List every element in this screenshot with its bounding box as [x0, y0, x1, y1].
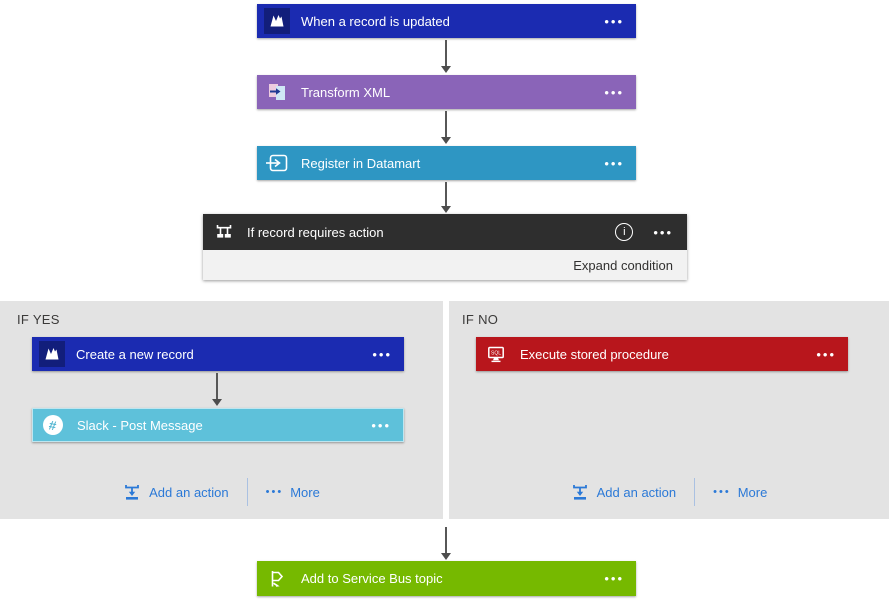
card-menu-ellipsis-icon[interactable]: ••• [604, 13, 624, 29]
condition-card-footer: Expand condition [203, 250, 687, 280]
condition-card: If record requires action i ••• Expand c… [203, 214, 687, 280]
branch-action-row: Add an action ••• More [449, 478, 889, 506]
service-bus-icon [264, 566, 290, 592]
svg-text:SQL: SQL [491, 350, 501, 356]
more-label: More [290, 484, 320, 500]
dynamics-crm-icon [264, 8, 290, 34]
slack-hash-glyph: # [48, 416, 58, 434]
connector-arrow [441, 40, 451, 73]
trigger-card-when-a-record-is-updated[interactable]: When a record is updated ••• [257, 4, 636, 38]
more-button[interactable]: ••• More [266, 485, 320, 500]
card-menu-ellipsis-icon[interactable]: ••• [371, 417, 391, 433]
info-glyph: i [623, 226, 626, 238]
add-an-action-button[interactable]: Add an action [571, 483, 677, 501]
add-an-action-button[interactable]: Add an action [123, 483, 229, 501]
connector-arrow [441, 111, 451, 144]
branch-action-row: Add an action ••• More [0, 478, 443, 506]
more-label: More [737, 484, 768, 500]
connector-arrow [441, 182, 451, 213]
dynamics-crm-icon [39, 341, 65, 367]
add-action-icon [123, 483, 141, 501]
card-title: When a record is updated [301, 13, 450, 29]
card-title: Execute stored procedure [520, 346, 669, 362]
card-title: Create a new record [76, 346, 194, 362]
action-card-execute-stored-procedure[interactable]: SQL Execute stored procedure ••• [476, 337, 848, 371]
condition-title: If record requires action [247, 224, 384, 240]
sql-server-icon: SQL [483, 341, 509, 367]
connector-arrow [212, 373, 222, 406]
card-title: Register in Datamart [301, 155, 421, 171]
action-card-transform-xml[interactable]: Transform XML ••• [257, 75, 636, 109]
more-ellipsis-icon: ••• [265, 485, 284, 498]
datamart-register-icon [264, 150, 290, 176]
slack-icon: # [40, 412, 66, 438]
card-title: Add to Service Bus topic [301, 571, 443, 586]
if-yes-branch-panel: IF YES Create a new record ••• # Slack -… [0, 301, 443, 519]
card-menu-ellipsis-icon[interactable]: ••• [653, 224, 673, 240]
card-menu-ellipsis-icon[interactable]: ••• [604, 155, 624, 171]
add-an-action-label: Add an action [596, 484, 677, 500]
card-menu-ellipsis-icon[interactable]: ••• [372, 346, 392, 362]
add-an-action-label: Add an action [149, 484, 229, 500]
divider [694, 478, 696, 506]
condition-icon [213, 219, 235, 245]
card-title: Slack - Post Message [77, 417, 203, 433]
if-no-branch-panel: IF NO SQL Execute stored procedure ••• [449, 301, 889, 519]
if-yes-branch-title: IF YES [17, 312, 60, 327]
card-menu-ellipsis-icon[interactable]: ••• [604, 571, 624, 586]
action-card-slack-post-message[interactable]: # Slack - Post Message ••• [32, 408, 404, 442]
connector-arrow [441, 527, 451, 560]
action-card-create-a-new-record[interactable]: Create a new record ••• [32, 337, 404, 371]
add-action-icon [571, 483, 589, 501]
more-button[interactable]: ••• More [713, 485, 767, 500]
divider [246, 478, 248, 506]
info-icon[interactable]: i [615, 223, 634, 241]
more-ellipsis-icon: ••• [713, 485, 731, 498]
card-title: Transform XML [301, 84, 391, 100]
xml-transform-icon [264, 79, 290, 105]
expand-condition-link[interactable]: Expand condition [573, 257, 673, 273]
card-menu-ellipsis-icon[interactable]: ••• [816, 346, 836, 362]
action-card-register-in-datamart[interactable]: Register in Datamart ••• [257, 146, 636, 180]
condition-card-header[interactable]: If record requires action i ••• [203, 214, 687, 250]
if-no-branch-title: IF NO [462, 312, 499, 327]
card-menu-ellipsis-icon[interactable]: ••• [604, 84, 624, 100]
action-card-add-to-service-bus-topic[interactable]: Add to Service Bus topic ••• [257, 561, 636, 596]
